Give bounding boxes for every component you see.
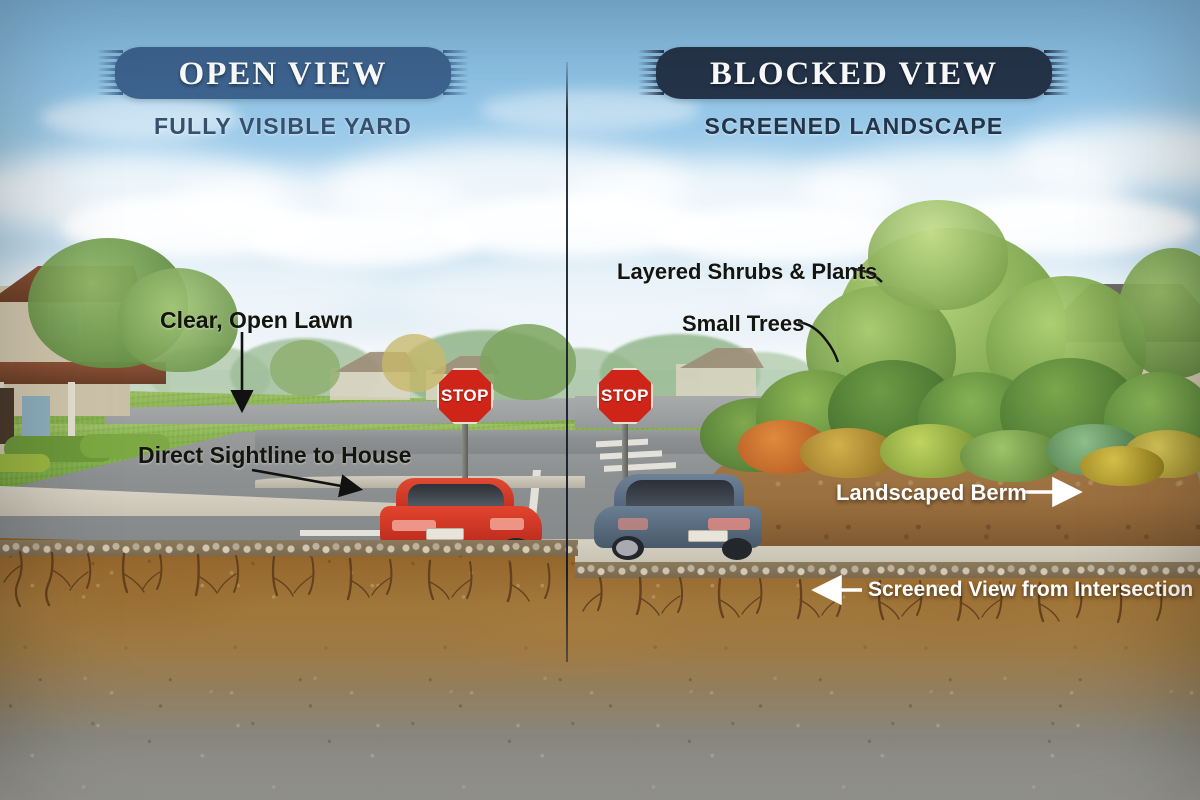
left-gravel-edge bbox=[0, 540, 578, 556]
left-yard-tree-2 bbox=[118, 268, 238, 372]
blue-car bbox=[590, 474, 766, 562]
annotation-screened-view: Screened View from Intersection bbox=[868, 578, 1194, 601]
right-stop-sign: STOP bbox=[597, 368, 653, 424]
open-view-title: OPEN VIEW bbox=[178, 56, 388, 92]
left-stop-sign: STOP bbox=[437, 368, 493, 424]
annotation-direct-sightline: Direct Sightline to House bbox=[138, 442, 412, 468]
blocked-view-title: BLOCKED VIEW bbox=[709, 56, 999, 92]
open-view-subtitle: FULLY VISIBLE YARD bbox=[153, 113, 413, 139]
blocked-view-subtitle: SCREENED LANDSCAPE bbox=[704, 113, 1004, 139]
right-edge-tree bbox=[1118, 248, 1200, 378]
left-stop-sign-text: STOP bbox=[441, 386, 489, 405]
right-gravel-edge bbox=[575, 562, 1200, 578]
annotation-landscaped-berm: Landscaped Berm bbox=[836, 480, 1027, 505]
left-mid-shrub-a bbox=[270, 340, 340, 396]
left-mid-tree bbox=[480, 324, 576, 400]
blocked-view-brush bbox=[656, 47, 1052, 99]
open-view-brush bbox=[115, 47, 451, 99]
right-distant-house bbox=[668, 344, 764, 396]
panel-divider bbox=[566, 62, 568, 662]
annotation-clear-open-lawn: Clear, Open Lawn bbox=[160, 307, 353, 333]
annotation-small-trees: Small Trees bbox=[682, 311, 805, 336]
right-stop-post bbox=[622, 412, 628, 504]
left-stop-post bbox=[462, 412, 468, 504]
annotation-layered-shrubs: Layered Shrubs & Plants bbox=[617, 259, 878, 284]
left-mid-shrub-b bbox=[382, 334, 446, 392]
right-stop-sign-text: STOP bbox=[601, 386, 649, 405]
